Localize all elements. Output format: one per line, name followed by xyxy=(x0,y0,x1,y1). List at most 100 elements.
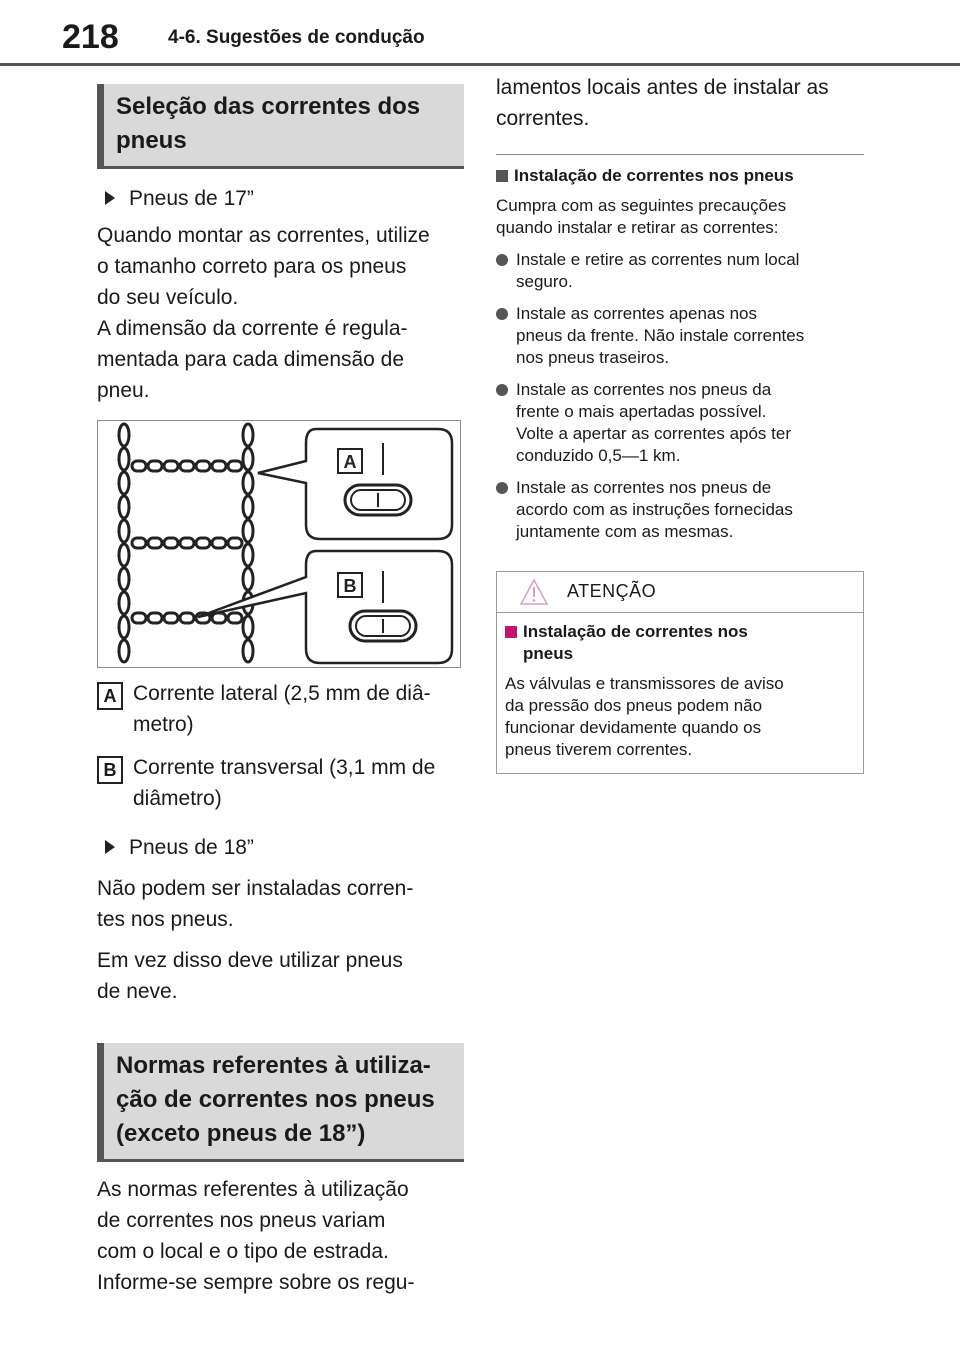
warning-triangle-icon xyxy=(519,578,549,605)
paragraph-no-chains: Não podem ser instaladas corren- tes nos… xyxy=(97,873,464,935)
text-line: mentada para cada dimensão de xyxy=(97,348,405,371)
item-label: Pneus de 17” xyxy=(129,187,254,210)
dot-bullet-icon xyxy=(496,482,508,494)
text-line: tes nos pneus. xyxy=(97,908,234,931)
side-chain-left xyxy=(117,422,131,664)
page-number: 218 xyxy=(62,18,119,56)
page-header: 218 4-6. Sugestões de condução xyxy=(0,0,960,66)
section-title: 4-6. Sugestões de condução xyxy=(168,27,425,48)
legend-text: diâmetro) xyxy=(133,787,222,810)
square-bullet-icon xyxy=(505,626,517,638)
text-line: seguro. xyxy=(516,272,573,291)
text-line: Volte a apertar as correntes após ter xyxy=(516,424,791,443)
left-column: Seleção das correntes dos pneus Pneus de… xyxy=(97,84,464,1298)
heading-line: Seleção das correntes dos xyxy=(116,93,421,120)
cross-chain-top xyxy=(130,459,244,473)
header-rule xyxy=(0,63,960,66)
heading-line: ção de correntes nos pneus xyxy=(116,1086,435,1113)
item-18-inch: Pneus de 18” xyxy=(97,832,464,863)
text-line: Instale as correntes nos pneus da xyxy=(516,380,772,399)
dot-bullet-icon xyxy=(496,308,508,320)
paragraph-continued: lamentos locais antes de instalar as cor… xyxy=(496,72,864,134)
precaution-item: Instale e retire as correntes num local … xyxy=(496,249,864,293)
callout-b: B xyxy=(197,549,454,665)
right-column: lamentos locais antes de instalar as cor… xyxy=(496,72,864,774)
warning-box: ATENÇÃO Instalação de correntes nos pneu… xyxy=(496,571,864,774)
text-line: Cumpra com as seguintes precauções xyxy=(496,196,787,215)
text-line: do seu veículo. xyxy=(97,286,239,309)
text-line: lamentos locais antes de instalar as xyxy=(496,76,829,99)
paragraph-snow-tires: Em vez disso deve utilizar pneus de neve… xyxy=(97,945,464,1007)
warning-body: Instalação de correntes nos pneus As vál… xyxy=(497,613,863,773)
figure-label-a: A xyxy=(344,452,357,472)
precaution-item: Instale as correntes apenas nos pneus da… xyxy=(496,303,864,369)
text-line: de neve. xyxy=(97,980,178,1003)
text-line: quando instalar e retirar as correntes: xyxy=(496,218,779,237)
text-line: correntes. xyxy=(496,107,590,130)
legend-text: metro) xyxy=(133,713,194,736)
cross-chain-bottom xyxy=(130,611,244,625)
subheading-text: Instalação de correntes nos pneus xyxy=(514,166,794,185)
heading-line: pneus xyxy=(116,127,187,154)
text-line: Instale e retire as correntes num local xyxy=(516,250,800,269)
paragraph-chain-size: Quando montar as correntes, utilize o ta… xyxy=(97,220,464,406)
heading-chain-regulations: Normas referentes à utiliza- ção de corr… xyxy=(97,1043,464,1162)
dot-bullet-icon xyxy=(496,254,508,266)
cross-chain-middle xyxy=(130,536,244,550)
legend-b: B Corrente transversal (3,1 mm de diâmet… xyxy=(97,752,464,814)
text-line: Instale as correntes apenas nos xyxy=(516,304,757,323)
chain-diagram-svg: A B xyxy=(117,422,454,665)
text-line: pneus xyxy=(523,644,574,663)
text-line: o tamanho correto para os pneus xyxy=(97,255,407,278)
text-line: conduzido 0,5—1 km. xyxy=(516,446,681,465)
callout-a: A xyxy=(257,427,454,541)
heading-chain-selection: Seleção das correntes dos pneus xyxy=(97,84,464,169)
text-line: Não podem ser instaladas corren- xyxy=(97,877,414,900)
text-line: nos pneus traseiros. xyxy=(516,348,670,367)
paragraph-regulations: As normas referentes à utilização de cor… xyxy=(97,1174,464,1298)
item-label: Pneus de 18” xyxy=(129,836,254,859)
dot-bullet-icon xyxy=(496,384,508,396)
intro-precautions: Cumpra com as seguintes precauções quand… xyxy=(496,195,864,239)
warning-header: ATENÇÃO xyxy=(497,572,863,613)
text-line: juntamente com as mesmas. xyxy=(516,522,734,541)
text-line: Informe-se sempre sobre os regu- xyxy=(97,1271,415,1294)
precaution-item: Instale as correntes nos pneus da frente… xyxy=(496,379,864,467)
text-line: Instalação de correntes nos xyxy=(523,622,748,641)
chain-illustration: A B xyxy=(97,420,461,668)
text-line: frente o mais apertadas possível. xyxy=(516,402,767,421)
text-line: pneus da frente. Não instale correntes xyxy=(516,326,805,345)
subheading-installation: Instalação de correntes nos pneus xyxy=(496,165,864,187)
legend-text: Corrente lateral (2,5 mm de diâ- xyxy=(133,682,431,705)
legend-a: A Corrente lateral (2,5 mm de diâ- metro… xyxy=(97,678,464,740)
text-line: Em vez disso deve utilizar pneus xyxy=(97,949,403,972)
text-line: da pressão dos pneus podem não xyxy=(505,696,763,715)
legend-key-a: A xyxy=(97,682,123,710)
triangle-bullet-icon xyxy=(105,191,115,205)
legend-text: Corrente transversal (3,1 mm de xyxy=(133,756,436,779)
text-line: pneu. xyxy=(97,379,150,402)
text-line: de correntes nos pneus variam xyxy=(97,1209,386,1232)
text-line: acordo com as instruções fornecidas xyxy=(516,500,793,519)
text-line: As válvulas e transmissores de aviso xyxy=(505,674,784,693)
text-line: A dimensão da corrente é regula- xyxy=(97,317,408,340)
text-line: com o local e o tipo de estrada. xyxy=(97,1240,389,1263)
triangle-bullet-icon xyxy=(105,840,115,854)
figure-label-b: B xyxy=(344,576,357,596)
text-line: As normas referentes à utilização xyxy=(97,1178,409,1201)
heading-line: (exceto pneus de 18”) xyxy=(116,1120,366,1147)
section-divider xyxy=(496,154,864,155)
item-17-inch: Pneus de 17” xyxy=(97,183,464,214)
precaution-item: Instale as correntes nos pneus de acordo… xyxy=(496,477,864,543)
text-line: Instale as correntes nos pneus de xyxy=(516,478,772,497)
square-bullet-icon xyxy=(496,170,508,182)
text-line: funcionar devidamente quando os xyxy=(505,718,762,737)
text-line: Quando montar as correntes, utilize xyxy=(97,224,430,247)
warning-text: As válvulas e transmissores de aviso da … xyxy=(505,673,855,761)
warning-title: ATENÇÃO xyxy=(567,581,657,601)
text-line: pneus tiverem correntes. xyxy=(505,740,693,759)
side-chain-right xyxy=(241,422,255,664)
warning-subheading: Instalação de correntes nos pneus xyxy=(505,621,855,665)
heading-line: Normas referentes à utiliza- xyxy=(116,1052,431,1079)
legend-key-b: B xyxy=(97,756,123,784)
